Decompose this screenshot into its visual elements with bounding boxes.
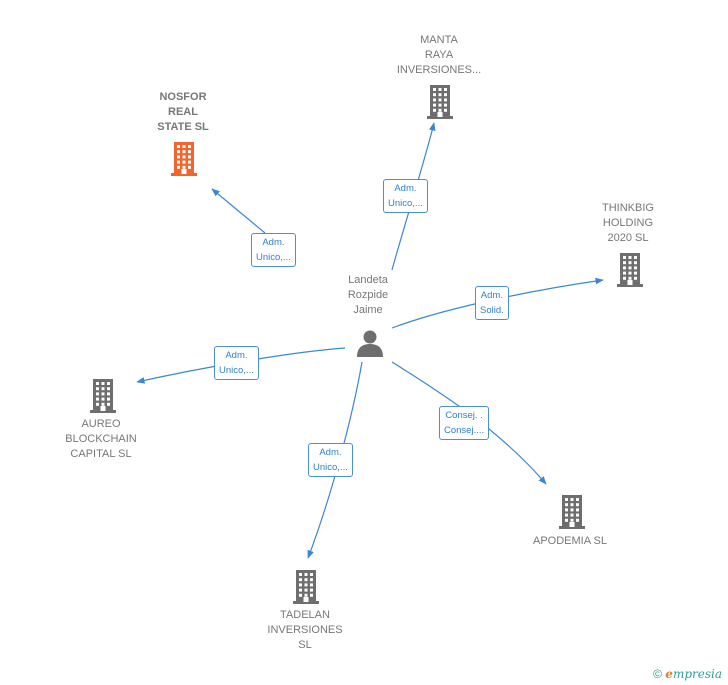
- company-label-thinkbig[interactable]: THINKBIG HOLDING 2020 SL: [602, 202, 654, 244]
- building-icon[interactable]: [614, 251, 646, 287]
- company-label-nosfor[interactable]: NOSFOR REAL STATE SL: [157, 91, 209, 133]
- center-person-label: Landeta Rozpide Jaime: [347, 274, 389, 316]
- edge-nosfor: [211, 188, 266, 234]
- empresia-watermark: © empresia: [653, 667, 722, 681]
- relation-label-nosfor[interactable]: Adm. Unico,...: [251, 233, 296, 267]
- building-icon[interactable]: [290, 568, 322, 604]
- person-icon[interactable]: [355, 328, 385, 358]
- company-label-apodemia[interactable]: APODEMIA SL: [533, 535, 607, 547]
- relation-label-thinkbig[interactable]: Adm. Solid.: [475, 286, 509, 320]
- building-icon[interactable]: [87, 377, 119, 413]
- company-label-manta[interactable]: MANTA RAYA INVERSIONES...: [396, 34, 482, 76]
- company-label-tadelan[interactable]: TADELAN INVERSIONES SL: [267, 609, 343, 651]
- building-icon[interactable]: [556, 493, 588, 529]
- building-icon[interactable]: [168, 140, 200, 176]
- relation-label-manta[interactable]: Adm. Unico,...: [383, 179, 428, 213]
- company-label-aureo[interactable]: AUREO BLOCKCHAIN CAPITAL SL: [65, 418, 137, 460]
- relation-label-tadelan[interactable]: Adm. Unico,...: [308, 443, 353, 477]
- relation-label-aureo[interactable]: Adm. Unico,...: [214, 346, 259, 380]
- building-icon[interactable]: [424, 83, 456, 119]
- copyright-symbol: ©: [653, 667, 662, 681]
- brand-logo: empresia: [665, 667, 722, 681]
- relation-label-apodemia[interactable]: Consej. . Consej....: [439, 406, 490, 440]
